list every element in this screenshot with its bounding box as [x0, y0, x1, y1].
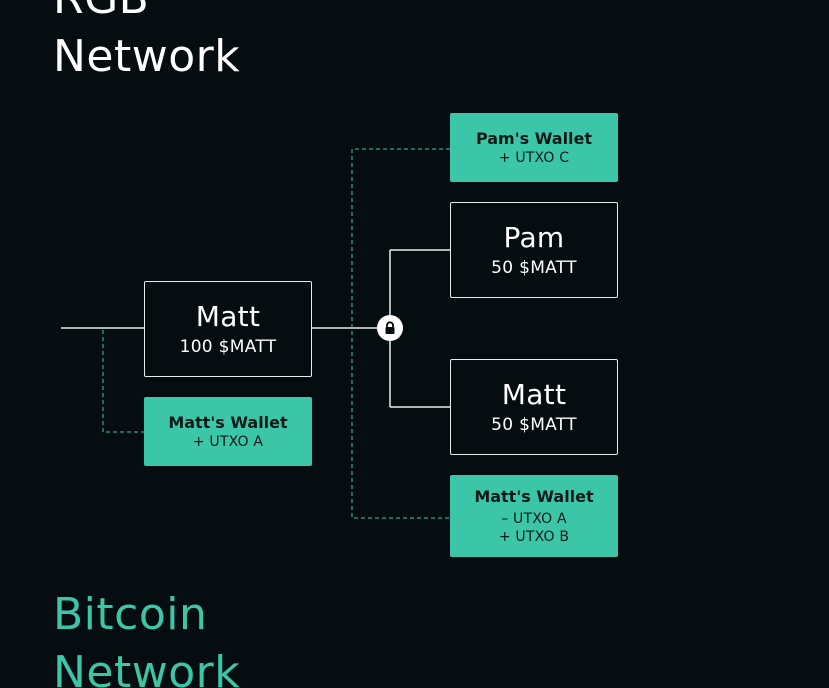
- bitcoin-anchor-dashed: [351, 148, 450, 519]
- wallet-name: Matt's Wallet: [168, 412, 288, 432]
- seal-node: [377, 315, 403, 341]
- wallet-utxo-line: + UTXO B: [498, 528, 570, 545]
- bitcoin-network-title: Bitcoin Network: [53, 586, 240, 688]
- matt-change-wallet: Matt's Wallet – UTXO A + UTXO B: [450, 475, 618, 557]
- wallet-name: Pam's Wallet: [475, 128, 593, 148]
- lock-icon: [385, 321, 395, 334]
- receiver-pam-name: Pam: [503, 221, 565, 254]
- rgb-network-title: RGB Network: [53, 0, 240, 86]
- receiver-pam-amount: 50 $MATT: [491, 258, 577, 278]
- receiver-matt-name: Matt: [501, 378, 567, 411]
- receiver-pam-node: Pam 50 $MATT: [450, 202, 618, 298]
- wallet-utxo-line: – UTXO A: [501, 510, 567, 527]
- pam-wallet: Pam's Wallet + UTXO C: [450, 113, 618, 182]
- bitcoin-title-line-2: Network: [53, 647, 241, 688]
- rgb-title-line-2: Network: [53, 31, 241, 82]
- wallet-utxo-line: + UTXO A: [192, 433, 264, 450]
- matt-initial-wallet: Matt's Wallet + UTXO A: [144, 397, 312, 466]
- matt-wallet-anchor-dashed: [102, 330, 144, 433]
- sender-amount: 100 $MATT: [179, 337, 277, 357]
- wallet-utxo-line: + UTXO C: [498, 149, 570, 166]
- receiver-matt-amount: 50 $MATT: [491, 415, 577, 435]
- receiver-matt-node: Matt 50 $MATT: [450, 359, 618, 455]
- rgb-title-line-1: RGB: [53, 0, 240, 28]
- wallet-name: Matt's Wallet: [474, 486, 594, 506]
- sender-node: Matt 100 $MATT: [144, 281, 312, 377]
- bitcoin-title-line-1: Bitcoin: [53, 589, 208, 640]
- sender-name: Matt: [195, 300, 261, 333]
